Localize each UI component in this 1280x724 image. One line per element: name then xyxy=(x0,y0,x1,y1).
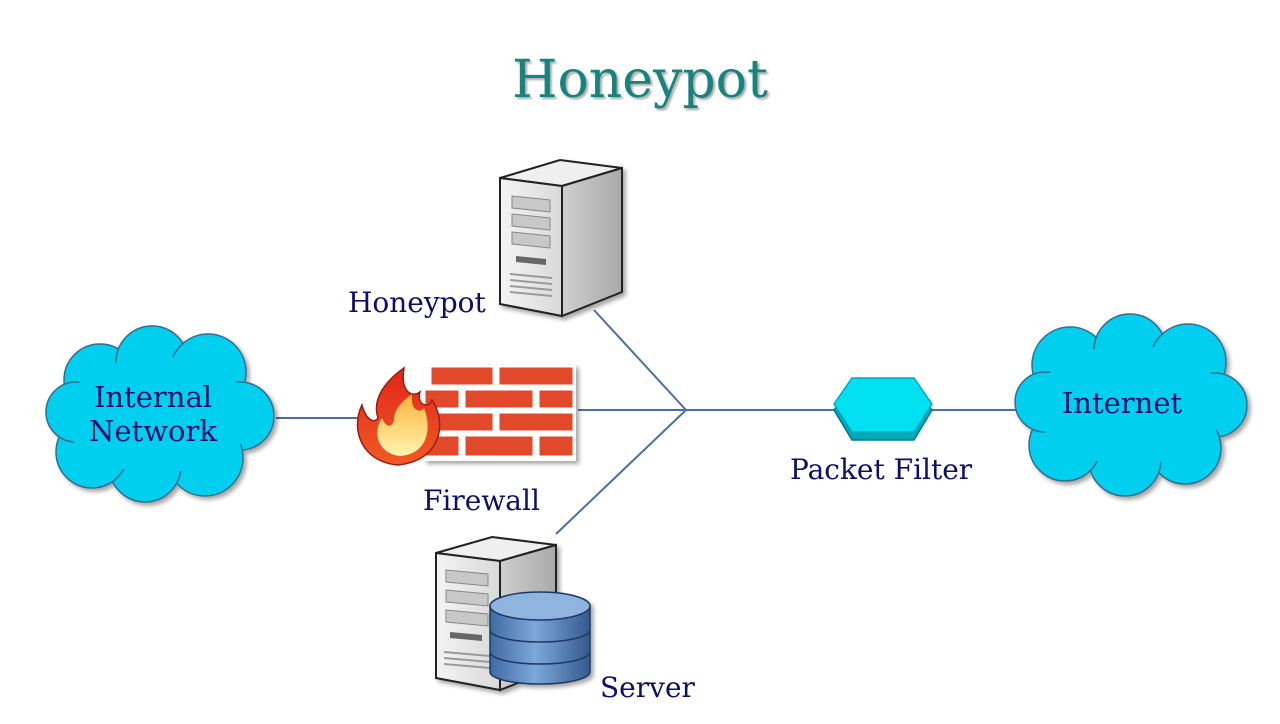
firewall-label: Firewall xyxy=(423,484,540,517)
brick-wall-icon xyxy=(422,364,576,461)
connector-lines xyxy=(276,309,1020,535)
server-tower-icon xyxy=(499,158,623,318)
honeypot-label: Honeypot xyxy=(348,286,486,319)
link-server-hub xyxy=(555,409,687,535)
link-honeypot-hub xyxy=(593,309,687,411)
flame-icon xyxy=(356,366,441,466)
internal-network-label: Internal Network xyxy=(89,380,217,448)
server-label: Server xyxy=(600,671,695,704)
hexagon-icon xyxy=(833,377,933,441)
cloud-icon xyxy=(1014,313,1248,497)
cloud-icon xyxy=(45,325,275,503)
firewall-icon xyxy=(356,364,576,466)
database-icon xyxy=(489,591,591,685)
database-server-icon xyxy=(435,535,591,692)
internet-label: Internet xyxy=(1061,386,1183,420)
packet-filter-label: Packet Filter xyxy=(790,453,973,486)
diagram-title: Honeypot xyxy=(512,50,768,110)
